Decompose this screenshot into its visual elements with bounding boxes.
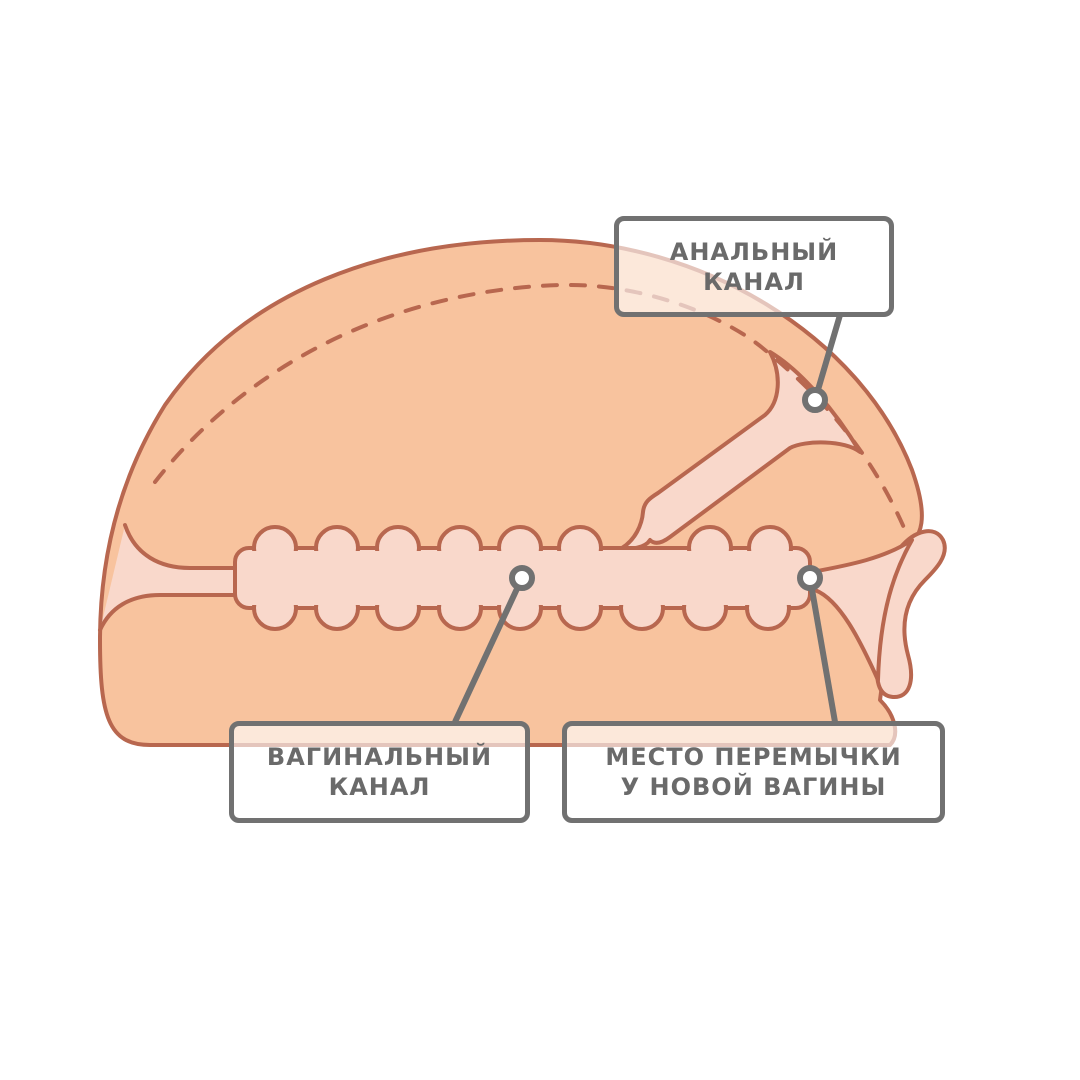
label-bridge-site: МЕСТО ПЕРЕМЫЧКИ У НОВОЙ ВАГИНЫ [562, 721, 945, 823]
tube-fill [100, 525, 240, 630]
tube-upper-edge [123, 523, 240, 570]
label-line: АНАЛЬНЫЙ [669, 237, 839, 266]
pointer-line-vaginal [452, 576, 525, 724]
label-line: КАНАЛ [703, 267, 805, 296]
label-anal-canal: АНАЛЬНЫЙ КАНАЛ [614, 216, 894, 317]
tube-lower-edge [98, 593, 240, 632]
pointer-dot-bridge [797, 565, 823, 591]
label-line: КАНАЛ [328, 773, 431, 801]
pointer-dot-anal [802, 387, 828, 413]
label-line: У НОВОЙ ВАГИНЫ [620, 773, 887, 801]
label-line: ВАГИНАЛЬНЫЙ [266, 743, 493, 771]
pointer-line-anal [812, 314, 843, 401]
vestibule [810, 538, 914, 682]
label-line: МЕСТО ПЕРЕМЫЧКИ [605, 743, 902, 771]
pointer-line-bridge [807, 577, 838, 723]
pointer-dot-vaginal [509, 565, 535, 591]
label-vaginal-canal: ВАГИНАЛЬНЫЙ КАНАЛ [229, 721, 530, 823]
